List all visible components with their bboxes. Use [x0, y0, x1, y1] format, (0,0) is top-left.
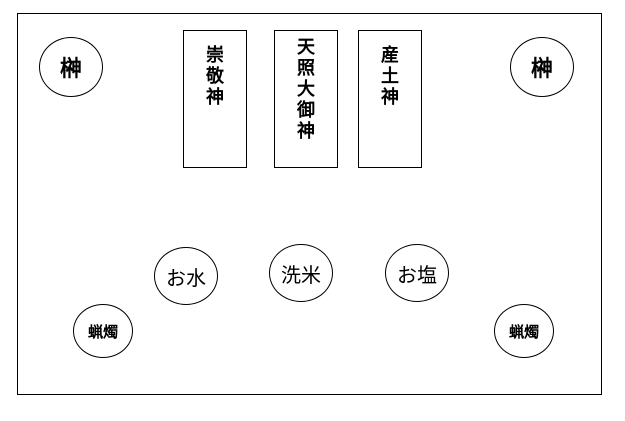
sakaki-left-circle: 榊 — [39, 37, 103, 97]
tablet-char: 産 — [381, 45, 399, 66]
offering-salt: お塩 — [385, 244, 449, 302]
tablet-char: 土 — [381, 66, 399, 87]
candle-left: 蝋燭 — [73, 304, 133, 358]
altar-frame — [17, 13, 602, 395]
sakaki-right-label: 榊 — [530, 57, 553, 82]
candle-right-label: 蝋燭 — [508, 322, 539, 341]
offering-rice: 洗米 — [269, 244, 333, 302]
tablet-char: 神 — [206, 87, 224, 108]
tablet-char: 大 — [297, 79, 315, 100]
sakaki-left-label: 榊 — [59, 57, 82, 82]
tablet-char: 敬 — [206, 66, 224, 87]
tablet-char: 照 — [297, 58, 315, 79]
tablet-char: 天 — [297, 37, 315, 58]
candle-left-label: 蝋燭 — [87, 322, 118, 341]
offering-rice-label: 洗米 — [281, 262, 321, 287]
tablet-char: 崇 — [206, 45, 224, 66]
offering-water: お水 — [154, 247, 218, 305]
tablet-suukei-shin: 崇 敬 神 — [183, 30, 247, 168]
tablet-char: 神 — [297, 121, 315, 142]
tablet-amaterasu: 天 照 大 御 神 — [274, 30, 338, 168]
candle-right: 蝋燭 — [494, 304, 554, 358]
tablet-char: 神 — [381, 87, 399, 108]
tablet-char: 御 — [297, 100, 315, 121]
sakaki-right-circle: 榊 — [510, 37, 574, 97]
offering-salt-label: お塩 — [397, 262, 437, 287]
tablet-ubusuna-gami: 産 土 神 — [358, 30, 422, 168]
offering-water-label: お水 — [166, 265, 206, 290]
